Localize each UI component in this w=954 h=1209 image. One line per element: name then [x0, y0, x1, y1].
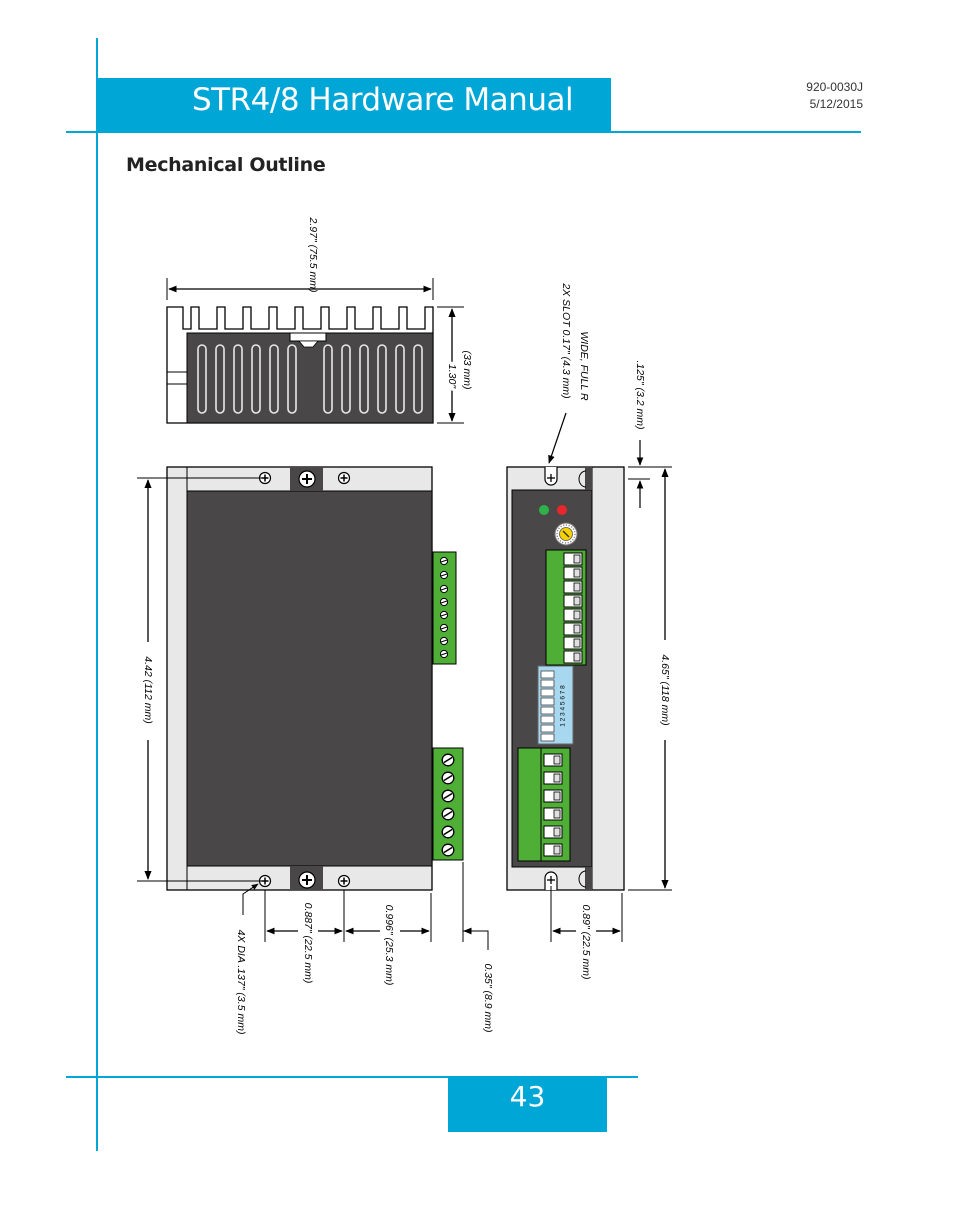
- dim-width-label: 2.97" (75.5 mm): [307, 217, 319, 293]
- header-rule: [66, 131, 861, 133]
- end-view: 2.97" (75.5 mm) 1.30" (33 mm): [166, 217, 473, 424]
- dim-overhang-label: 0.35" (8.9 mm): [482, 963, 494, 1032]
- dim-slot-label-2: WIDE, FULL R: [578, 331, 590, 401]
- rotary-switch-icon: [554, 522, 578, 546]
- title-banner: [98, 78, 611, 132]
- dim-hole-dia-label: 4X DIA .137" (3.5 mm): [235, 930, 247, 1035]
- section-title: Mechanical Outline: [126, 154, 326, 176]
- dim-height-label-2: (33 mm): [461, 350, 473, 389]
- dim-slot-offset-label: .125" (3.2 mm): [634, 360, 646, 429]
- status-led-red: [557, 505, 567, 515]
- dip-switch-block: 1 2 3 4 5 6 7 8: [537, 665, 574, 745]
- dim-hole-spacing-2-label: 0.996" (25.3 mm): [383, 905, 395, 986]
- front-view: 4.42 (112 mm) 4X DIA .137" (3.5 mm) 0.88…: [137, 466, 494, 1035]
- side-view: 1 2 3 4 5 6 7 8 2X SLOT 0.17" (4.3 mm) W…: [506, 282, 672, 992]
- dim-hole-spacing-1-label: 0.887" (22.5 mm): [302, 903, 314, 984]
- doc-number: 920-0030J: [806, 80, 863, 94]
- status-led-green: [539, 505, 549, 515]
- doc-info: 920-0030J 5/12/2015: [760, 79, 863, 113]
- dim-slot-label-1: 2X SLOT 0.17" (4.3 mm): [560, 282, 572, 398]
- page-title: STR4/8 Hardware Manual: [192, 82, 574, 118]
- left-margin-rule: [96, 38, 98, 1151]
- dim-height-label-1: 1.30": [446, 364, 458, 389]
- dim-length-label: 4.65" (118 mm): [659, 654, 671, 725]
- footer-rule: [66, 1076, 638, 1078]
- page-number: 43: [509, 1080, 546, 1113]
- page-number-box: [448, 1076, 607, 1132]
- dip-switch-numbers: 1 2 3 4 5 6 7 8: [560, 685, 567, 727]
- dim-hole-span-label: 4.42 (112 mm): [142, 656, 154, 724]
- doc-date: 5/12/2015: [809, 97, 863, 111]
- dim-side-hole-label: 0.89" (22.5 mm): [580, 905, 592, 980]
